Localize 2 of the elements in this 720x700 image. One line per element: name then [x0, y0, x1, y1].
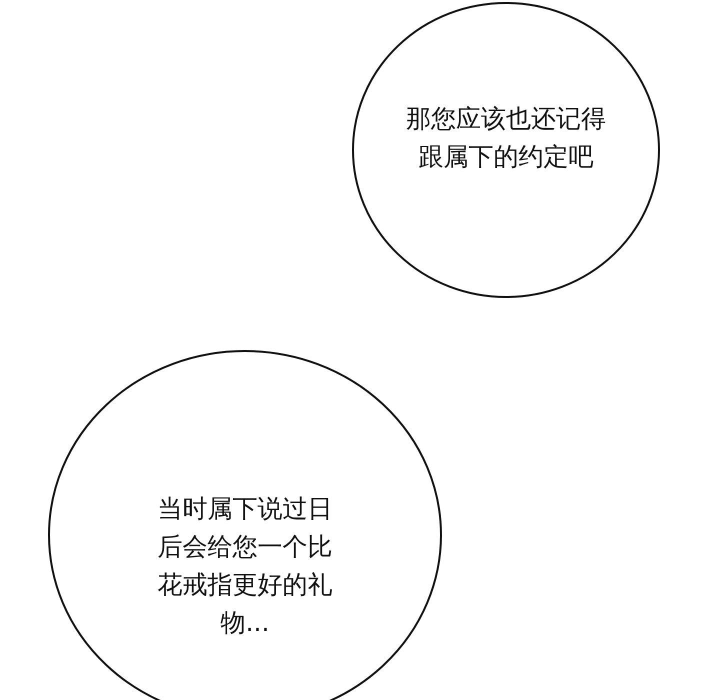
dialogue-text: 那您应该也还记得跟属下的约定吧: [405, 103, 607, 173]
dialogue-text: 当时属下说过日后会给您一个比花戒指更好的礼物...: [156, 493, 334, 639]
